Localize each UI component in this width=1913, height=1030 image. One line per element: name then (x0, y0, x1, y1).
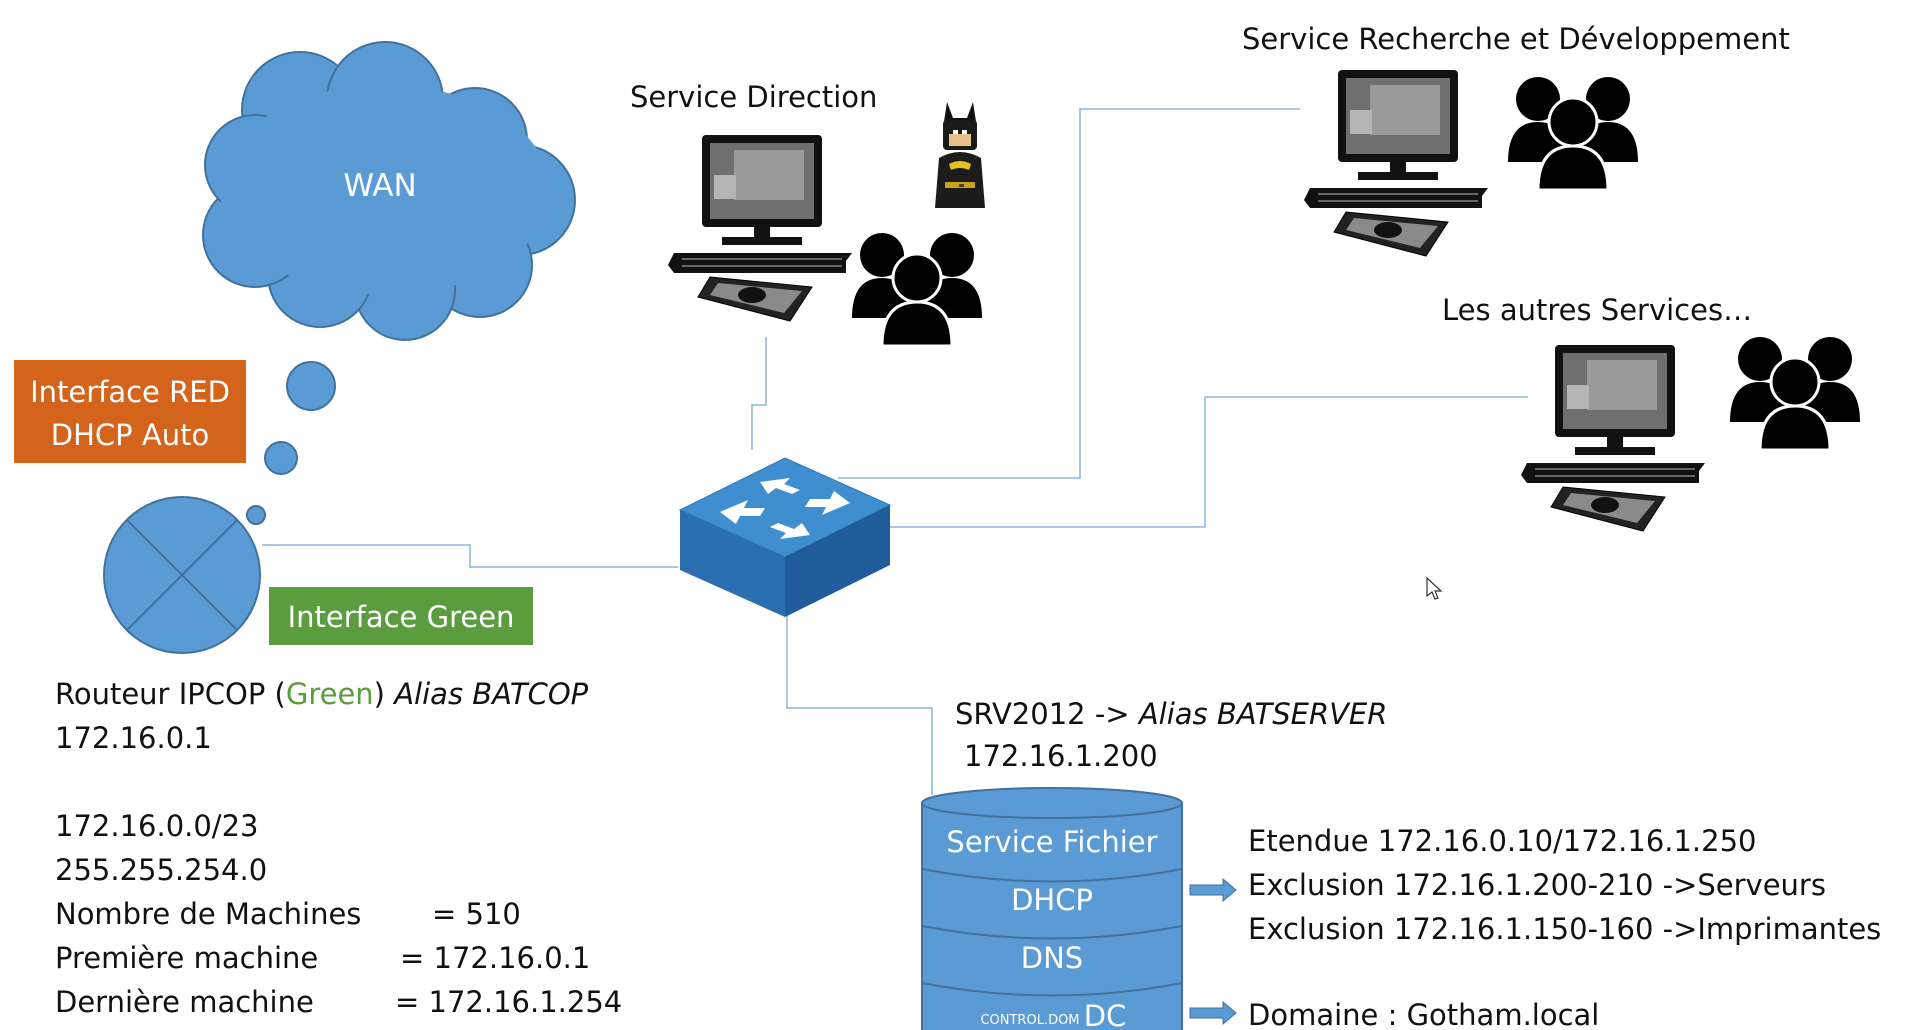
last-machine-label: Dernière machine (55, 985, 314, 1019)
mouse-cursor-icon (1426, 576, 1443, 600)
dhcp-info: Etendue 172.16.0.10/172.16.1.250 Exclusi… (1248, 824, 1881, 1030)
machines-count-label: Nombre de Machines (55, 897, 361, 931)
dhcp-exclusion-servers: Exclusion 172.16.1.200-210 ->Serveurs (1248, 868, 1826, 902)
dhcp-scope: Etendue 172.16.0.10/172.16.1.250 (1248, 824, 1757, 858)
link-switch-direction (751, 337, 767, 450)
wan-cloud: WAN (202, 41, 576, 525)
link-switch-server (786, 615, 933, 795)
network-links (262, 108, 1528, 795)
router-icon (103, 496, 261, 654)
server-info: SRV2012 -> Alias BATSERVER 172.16.1.200 (955, 697, 1387, 773)
arrow-right-icon (1189, 877, 1237, 903)
users-group-icon (1730, 337, 1860, 452)
router-network: 172.16.0.0/23 (55, 809, 258, 843)
arrow-right-icon (1189, 1000, 1237, 1026)
thought-bubble-small (246, 505, 266, 525)
link-router-switch (262, 544, 678, 568)
first-machine-value: = 172.16.0.1 (400, 941, 590, 975)
link-switch-others (885, 396, 1528, 528)
first-machine-label: Première machine (55, 941, 318, 975)
router-title: Routeur IPCOP (Green) Alias BATCOP (55, 677, 589, 711)
service-direction-label: Service Direction (630, 80, 877, 114)
server-ip: 172.16.1.200 (964, 739, 1158, 773)
thought-bubble-large (286, 361, 336, 411)
users-group-icon (1508, 77, 1638, 192)
interface-red-dhcp: DHCP Auto (51, 418, 209, 452)
switch-icon (678, 457, 892, 617)
interface-red-label: Interface RED (30, 375, 230, 409)
router-info: Routeur IPCOP (Green) Alias BATCOP 172.1… (55, 677, 622, 1019)
dhcp-exclusion-printers: Exclusion 172.16.1.150-160 ->Imprimantes (1248, 912, 1881, 946)
thought-bubble-medium (264, 441, 298, 475)
interface-red-box: Interface RED DHCP Auto (14, 360, 246, 463)
computer-others (1521, 345, 1705, 532)
service-others-label: Les autres Services… (1442, 293, 1752, 327)
service-rd-label: Service Recherche et Développement (1242, 22, 1790, 56)
router-ip: 172.16.0.1 (55, 721, 212, 755)
server-title: SRV2012 -> Alias BATSERVER (955, 697, 1387, 731)
layer-dhcp: DHCP (1011, 883, 1093, 917)
computer-direction (668, 135, 852, 322)
router-mask: 255.255.254.0 (55, 853, 267, 887)
users-group-icon (852, 233, 982, 348)
layer-dns: DNS (1021, 941, 1083, 975)
domain-info: Domaine : Gotham.local (1248, 998, 1599, 1030)
layer-file-service: Service Fichier (946, 825, 1157, 859)
last-machine-value: = 172.16.1.254 (395, 985, 622, 1019)
server-database-icon: Service Fichier DHCP DNS CONTROL.DOM DC (921, 787, 1183, 1030)
interface-green-box: Interface Green (269, 587, 533, 645)
wan-label: WAN (343, 168, 416, 204)
machines-count-value: = 510 (432, 897, 521, 931)
interface-green-label: Interface Green (288, 600, 515, 634)
batman-figure-icon (935, 102, 985, 208)
layer-dc-small: CONTROL.DOM (980, 1013, 1079, 1028)
computer-rd (1304, 70, 1488, 257)
layer-dc: DC (1084, 999, 1127, 1030)
link-switch-rd (838, 108, 1300, 479)
